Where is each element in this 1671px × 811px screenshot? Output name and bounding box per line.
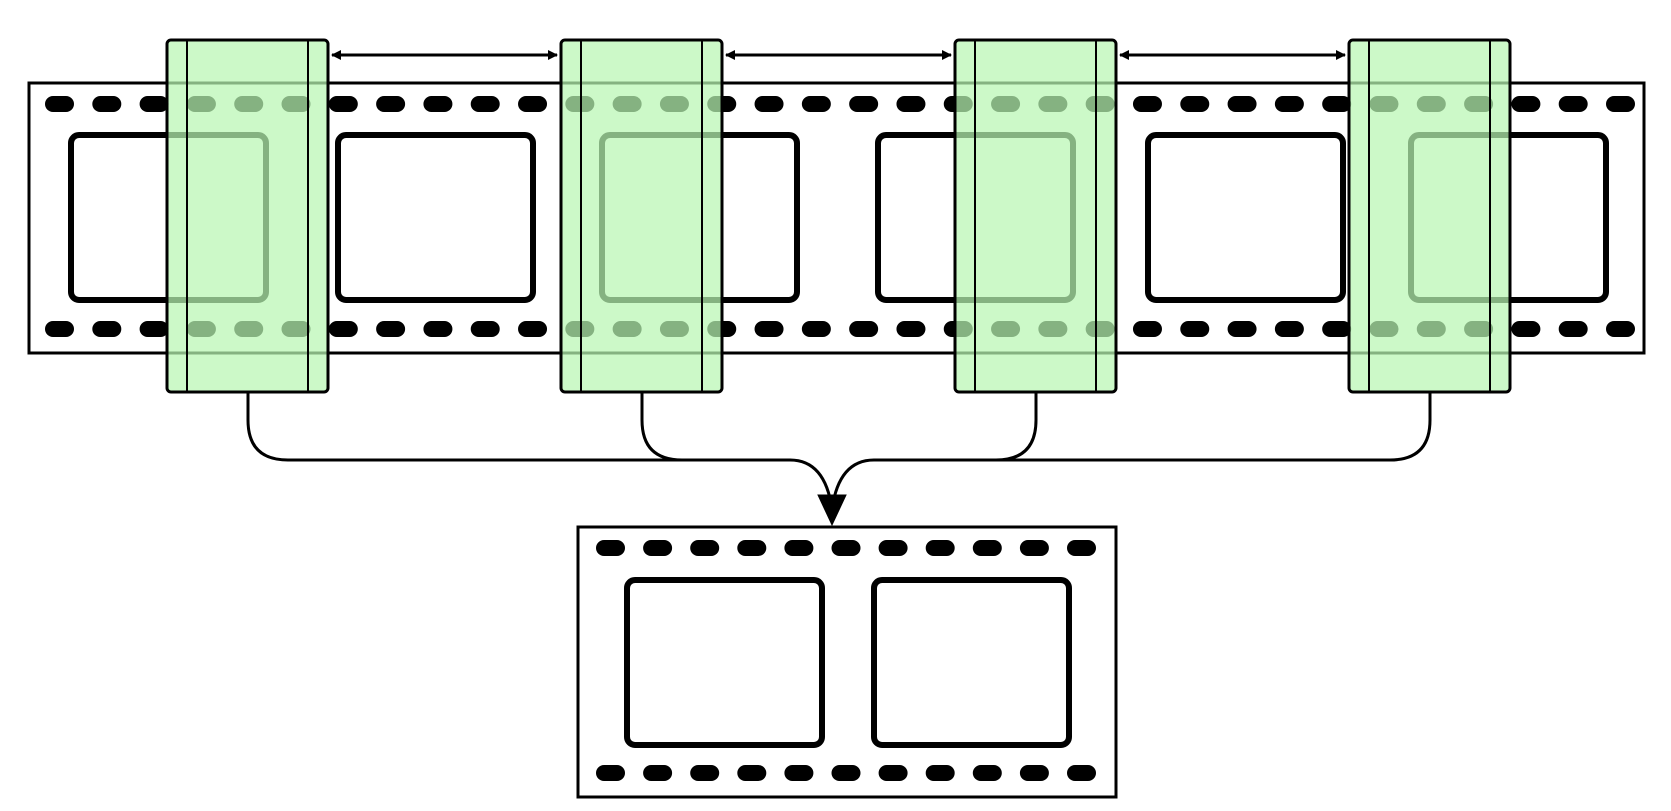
output-frames	[624, 577, 1072, 748]
sprocket-hole	[801, 321, 831, 337]
sprocket-hole	[643, 540, 673, 556]
sprocket-hole	[1558, 96, 1588, 112]
sprocket-hole	[1180, 96, 1210, 112]
sampling-window-box	[953, 38, 1118, 394]
sprocket-hole	[1606, 96, 1635, 112]
sprocket-hole	[849, 96, 879, 112]
film-frame	[335, 132, 536, 303]
sprocket-hole	[896, 321, 926, 337]
sprocket-hole	[1067, 765, 1096, 781]
merge-connector	[246, 393, 834, 510]
sprocket-hole	[896, 96, 926, 112]
sprocket-hole	[1227, 321, 1257, 337]
sampling-window-box	[559, 38, 724, 394]
sprocket-hole	[518, 321, 548, 337]
sprocket-hole	[831, 765, 861, 781]
output-sprocket-holes-bottom	[596, 765, 1096, 781]
sprocket-hole	[925, 540, 955, 556]
sprocket-hole	[1132, 321, 1162, 337]
merge-connector	[830, 393, 1038, 510]
merge-arrowhead	[817, 494, 847, 527]
merge-connector	[874, 393, 1432, 462]
sprocket-hole	[1274, 96, 1304, 112]
sprocket-hole	[328, 96, 358, 112]
sprocket-hole	[423, 96, 453, 112]
sprocket-hole	[1322, 96, 1352, 112]
sprocket-hole	[1067, 540, 1096, 556]
sprocket-hole	[754, 321, 784, 337]
sampling-window	[559, 38, 724, 394]
sprocket-hole	[45, 321, 74, 337]
sprocket-hole	[1274, 321, 1304, 337]
sampling-windows	[165, 38, 1512, 394]
sprocket-hole	[596, 540, 625, 556]
sprocket-hole	[737, 765, 767, 781]
sprocket-hole	[1558, 321, 1588, 337]
sampling-window	[165, 38, 330, 394]
sprocket-hole	[784, 540, 814, 556]
sprocket-hole	[139, 96, 169, 112]
sprocket-hole	[737, 540, 767, 556]
sprocket-hole	[376, 321, 406, 337]
sampling-window	[1347, 38, 1512, 394]
film-frame	[871, 577, 1072, 748]
sprocket-hole	[849, 321, 879, 337]
sprocket-hole	[92, 96, 122, 112]
sprocket-hole	[470, 321, 500, 337]
sprocket-hole	[1180, 321, 1210, 337]
output-strip-border	[576, 525, 1118, 799]
merge-connectors	[246, 393, 1432, 527]
sprocket-hole	[376, 96, 406, 112]
sprocket-hole	[423, 321, 453, 337]
sampling-window	[953, 38, 1118, 394]
sprocket-hole	[972, 540, 1002, 556]
sprocket-hole	[1606, 321, 1635, 337]
sprocket-hole	[831, 540, 861, 556]
output-film-strip	[576, 525, 1118, 799]
sprocket-hole	[92, 321, 122, 337]
sprocket-hole	[1511, 96, 1541, 112]
sprocket-hole	[518, 96, 548, 112]
sprocket-hole	[878, 765, 908, 781]
sprocket-hole	[972, 765, 1002, 781]
sprocket-hole	[1322, 321, 1352, 337]
merge-connector	[640, 393, 790, 462]
sprocket-hole	[596, 765, 625, 781]
sprocket-hole	[878, 540, 908, 556]
sprocket-hole	[1132, 96, 1162, 112]
sprocket-hole	[1019, 540, 1049, 556]
sprocket-hole	[925, 765, 955, 781]
output-sprocket-holes-top	[596, 540, 1096, 556]
film-frame	[1145, 132, 1346, 303]
sprocket-hole	[754, 96, 784, 112]
sprocket-hole	[139, 321, 169, 337]
sprocket-hole	[690, 765, 720, 781]
sprocket-hole	[690, 540, 720, 556]
sprocket-hole	[1511, 321, 1541, 337]
sampling-window-box	[165, 38, 330, 394]
sampling-window-box	[1347, 38, 1512, 394]
sprocket-hole	[45, 96, 74, 112]
sprocket-hole	[1019, 765, 1049, 781]
sprocket-hole	[328, 321, 358, 337]
sprocket-hole	[643, 765, 673, 781]
film-frame	[624, 577, 825, 748]
sprocket-hole	[470, 96, 500, 112]
sprocket-hole	[801, 96, 831, 112]
sprocket-hole	[784, 765, 814, 781]
sprocket-hole	[1227, 96, 1257, 112]
